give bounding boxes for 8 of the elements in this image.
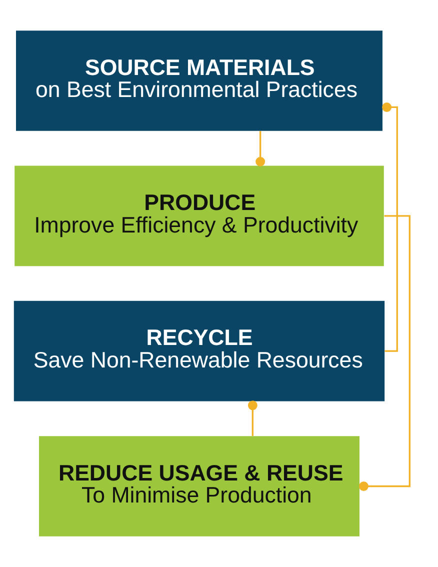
node-box: RECYCLE Save Non-Renewable Resources [14, 300, 385, 402]
connector [256, 131, 266, 166]
node-box: PRODUCE Improve Efficiency & Productivity [14, 166, 384, 266]
connector [358, 215, 410, 491]
connector [248, 400, 258, 436]
node-box: SOURCE MATERIALS on Best Environmental Practices [16, 30, 382, 131]
connector [382, 102, 398, 352]
node-box: REDUCE USAGE & REUSE To Minimise Production [38, 436, 360, 536]
